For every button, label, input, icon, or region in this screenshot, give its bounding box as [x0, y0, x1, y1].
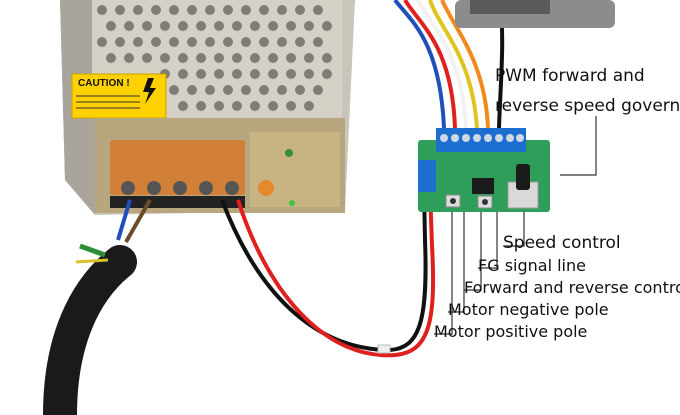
wire-red — [236, 189, 436, 358]
governor-title-line1: PWM forward and — [495, 66, 645, 86]
warning-bolt-icon — [143, 78, 156, 104]
forward-reverse-label: Forward and reverse control — [464, 278, 680, 297]
power-terminal — [418, 160, 436, 192]
governor-board — [418, 128, 550, 212]
terminal-cover — [110, 140, 245, 195]
callout-lines — [434, 116, 597, 335]
driver-chip — [472, 178, 494, 194]
power-supply — [60, 0, 355, 215]
motor-negative-label: Motor negative pole — [448, 300, 609, 319]
motor-wires — [393, 0, 505, 129]
governor-title-line2: reverse speed governor — [495, 96, 680, 116]
caution-label: CAUTION ! — [78, 78, 130, 89]
motor-positive-label: Motor positive pole — [434, 322, 588, 341]
vent-holes — [97, 5, 332, 111]
speed-control-label: Speed control — [503, 233, 621, 253]
speed-knob — [516, 164, 530, 190]
mains-cable — [43, 245, 137, 415]
fg-signal-label: FG signal line — [478, 256, 586, 275]
